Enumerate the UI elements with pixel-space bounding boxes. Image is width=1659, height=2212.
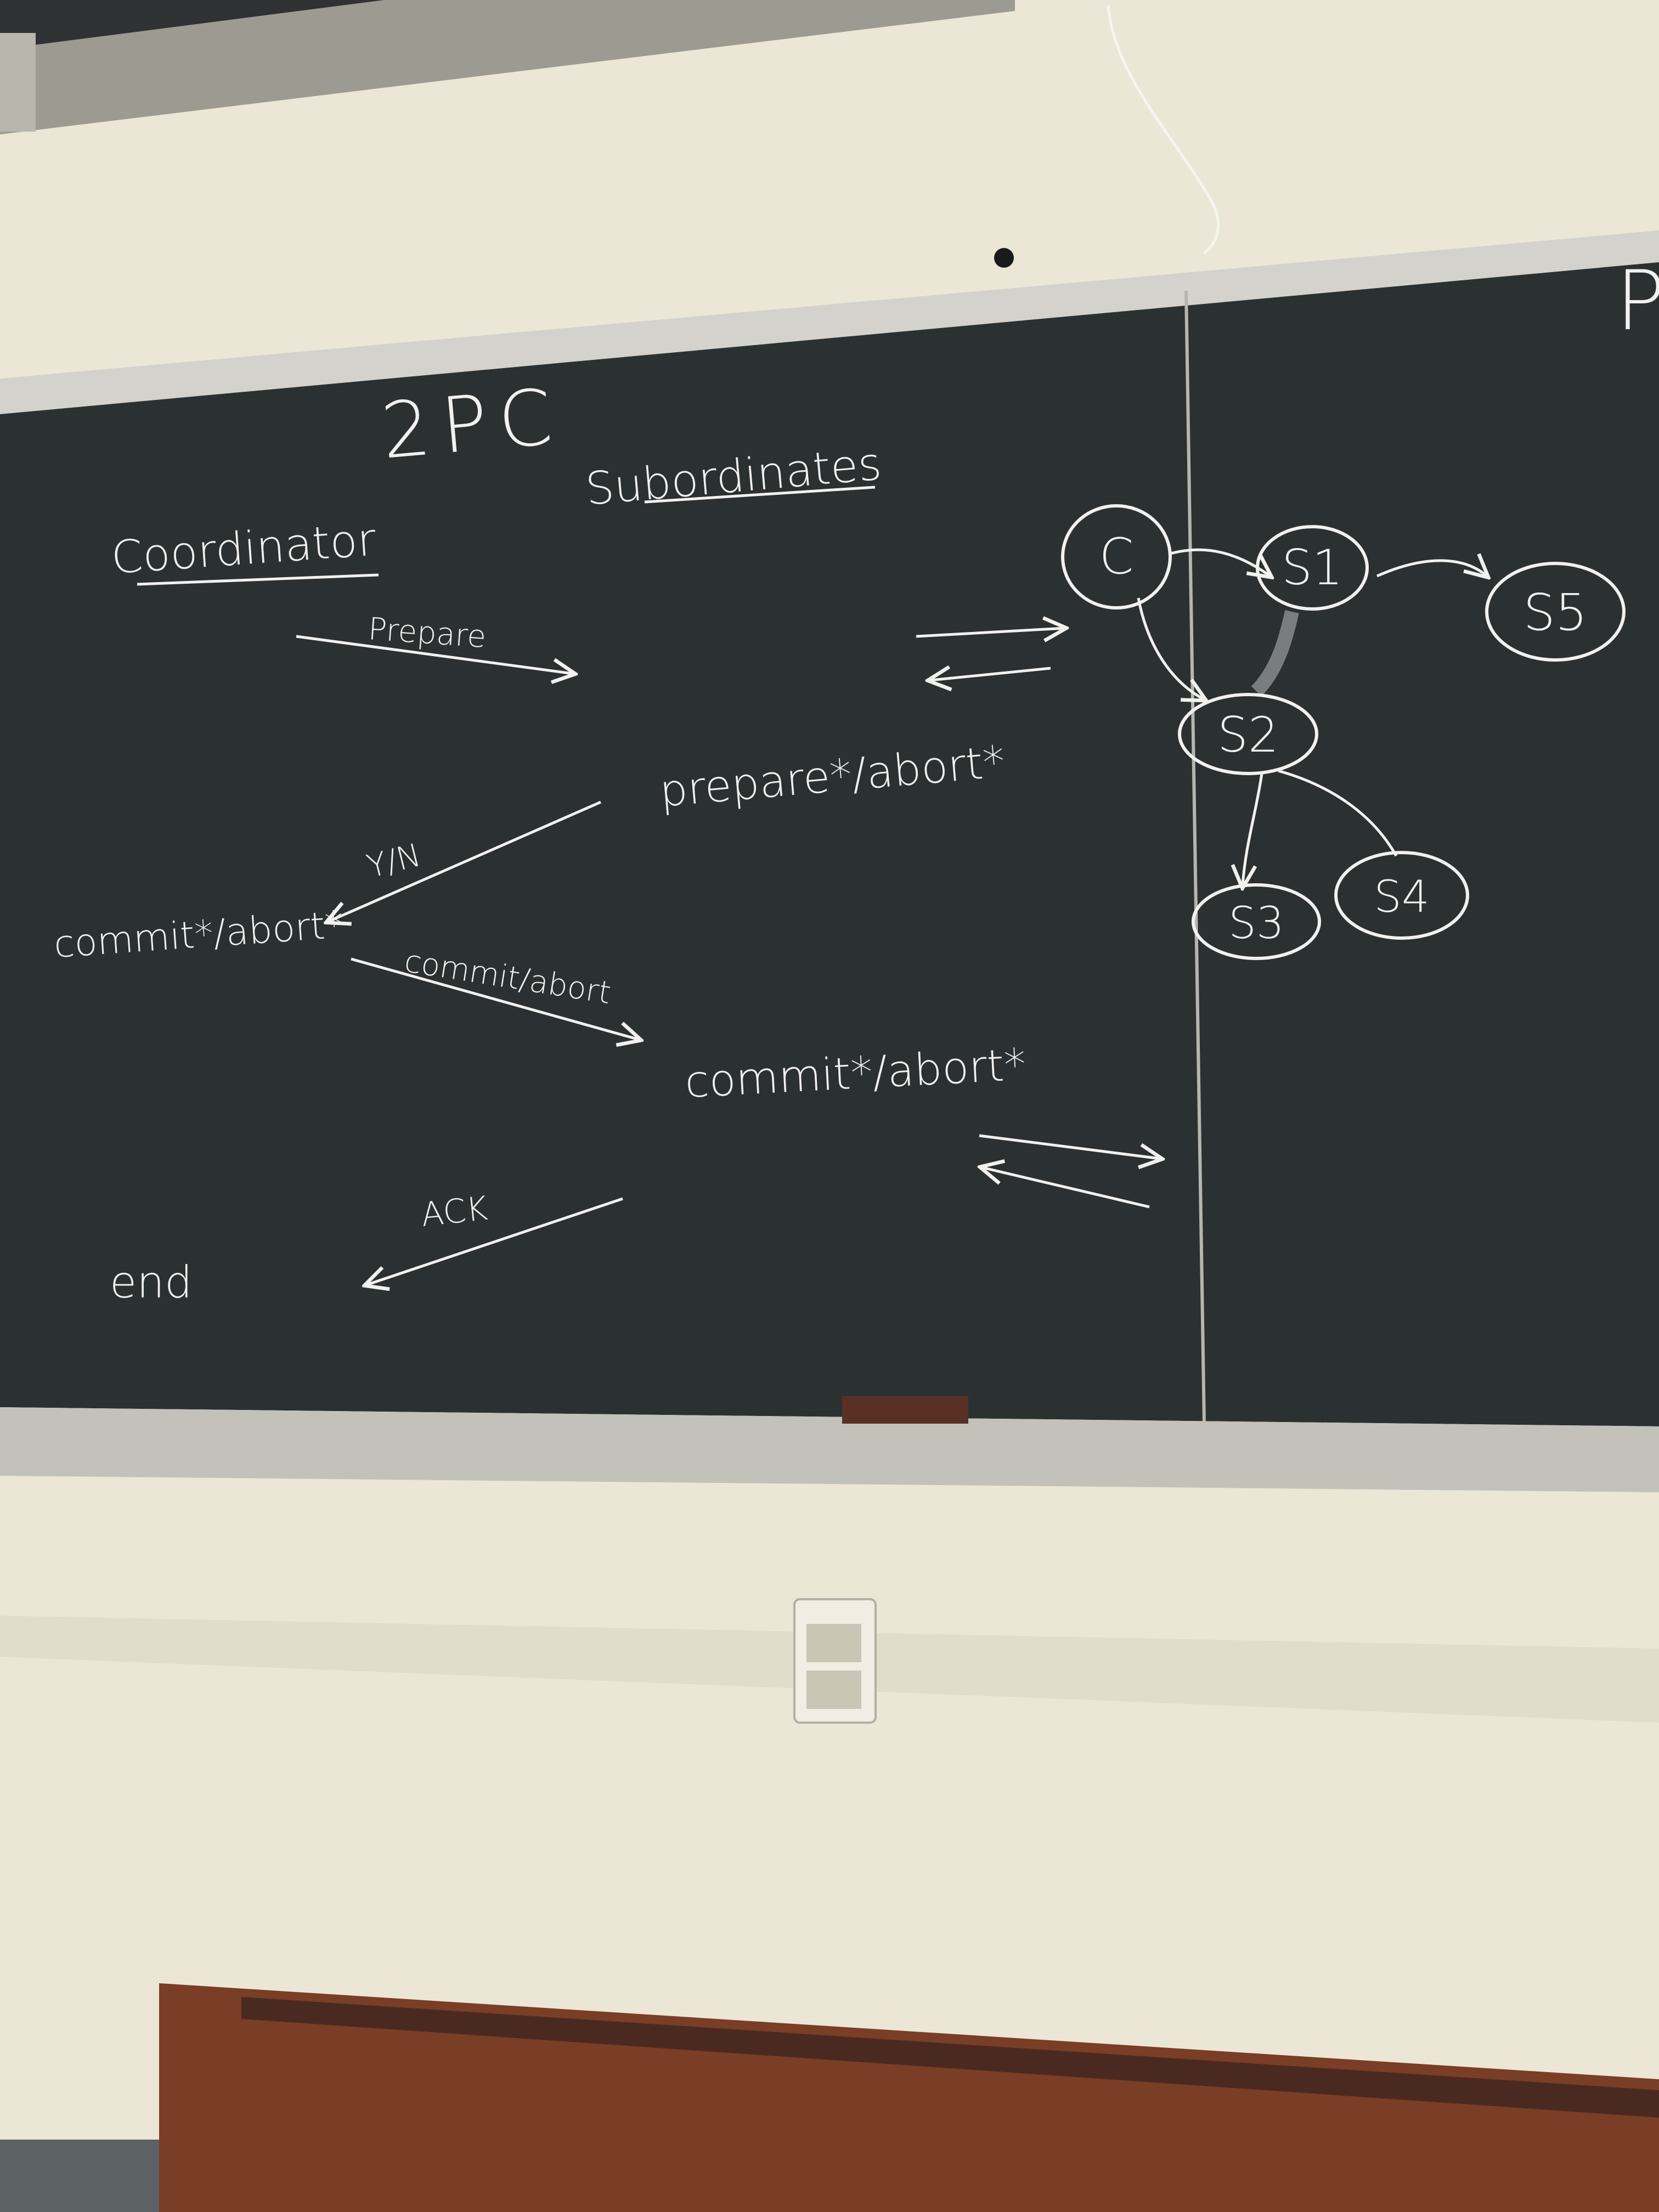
exchange-arrow-left-2	[982, 1167, 1150, 1209]
corner-letter: P	[1616, 253, 1659, 349]
ack-arrow	[366, 1197, 623, 1285]
node-s5-label: S5	[1523, 583, 1588, 642]
chalkboard	[0, 262, 1659, 1426]
node-s5: S5	[1485, 562, 1626, 662]
end-label: end	[110, 1257, 193, 1308]
node-s3-label: S3	[1228, 898, 1284, 949]
exchange-arrow-right-1	[916, 628, 1064, 636]
yn-arrow	[328, 800, 602, 922]
prepare-arrow	[296, 635, 573, 674]
outlet-socket-bottom	[806, 1671, 861, 1709]
floor-shadow	[0, 2140, 159, 2212]
node-s2-label: S2	[1217, 707, 1279, 763]
wall-light-fixture	[0, 33, 36, 132]
radiator	[159, 1983, 1659, 2212]
exchange-arrow-left-1	[930, 668, 1051, 680]
commit-abort-arrow	[351, 957, 639, 1040]
node-s3: S3	[1192, 883, 1321, 960]
title-2pc: 2PC	[378, 372, 567, 477]
edge-c-s2	[1137, 597, 1204, 699]
edge-s2-s3	[1243, 773, 1263, 886]
coordinator-underline	[137, 573, 379, 586]
outlet-socket-top	[806, 1624, 861, 1662]
edge-s1-s2-smudge	[1251, 610, 1299, 697]
radiator-grille	[241, 1997, 1659, 2118]
node-c: C	[1061, 504, 1172, 610]
node-s1-label: S1	[1282, 539, 1343, 596]
chalkboard-top-trim	[0, 230, 1659, 417]
eraser	[842, 1396, 968, 1424]
chalk-tray	[0, 1407, 1659, 1492]
wall-sensor	[994, 248, 1014, 268]
exchange-arrow-right-2	[979, 1134, 1160, 1159]
node-s4: S4	[1334, 851, 1469, 940]
node-s1: S1	[1256, 525, 1369, 611]
node-s4-label: S4	[1374, 871, 1430, 922]
edge-s2-s4	[1278, 769, 1398, 857]
node-c-label: C	[1099, 528, 1134, 585]
node-s2: S2	[1178, 693, 1318, 775]
subordinates-underline	[644, 486, 876, 504]
hanging-cable	[1107, 5, 1220, 255]
ceiling-dark	[0, 0, 384, 49]
ceiling-beam	[0, 0, 1015, 134]
edge-s1-s5	[1376, 561, 1487, 576]
ack-label: ACK	[419, 1189, 489, 1234]
chalkboard-divider	[1184, 290, 1206, 1424]
